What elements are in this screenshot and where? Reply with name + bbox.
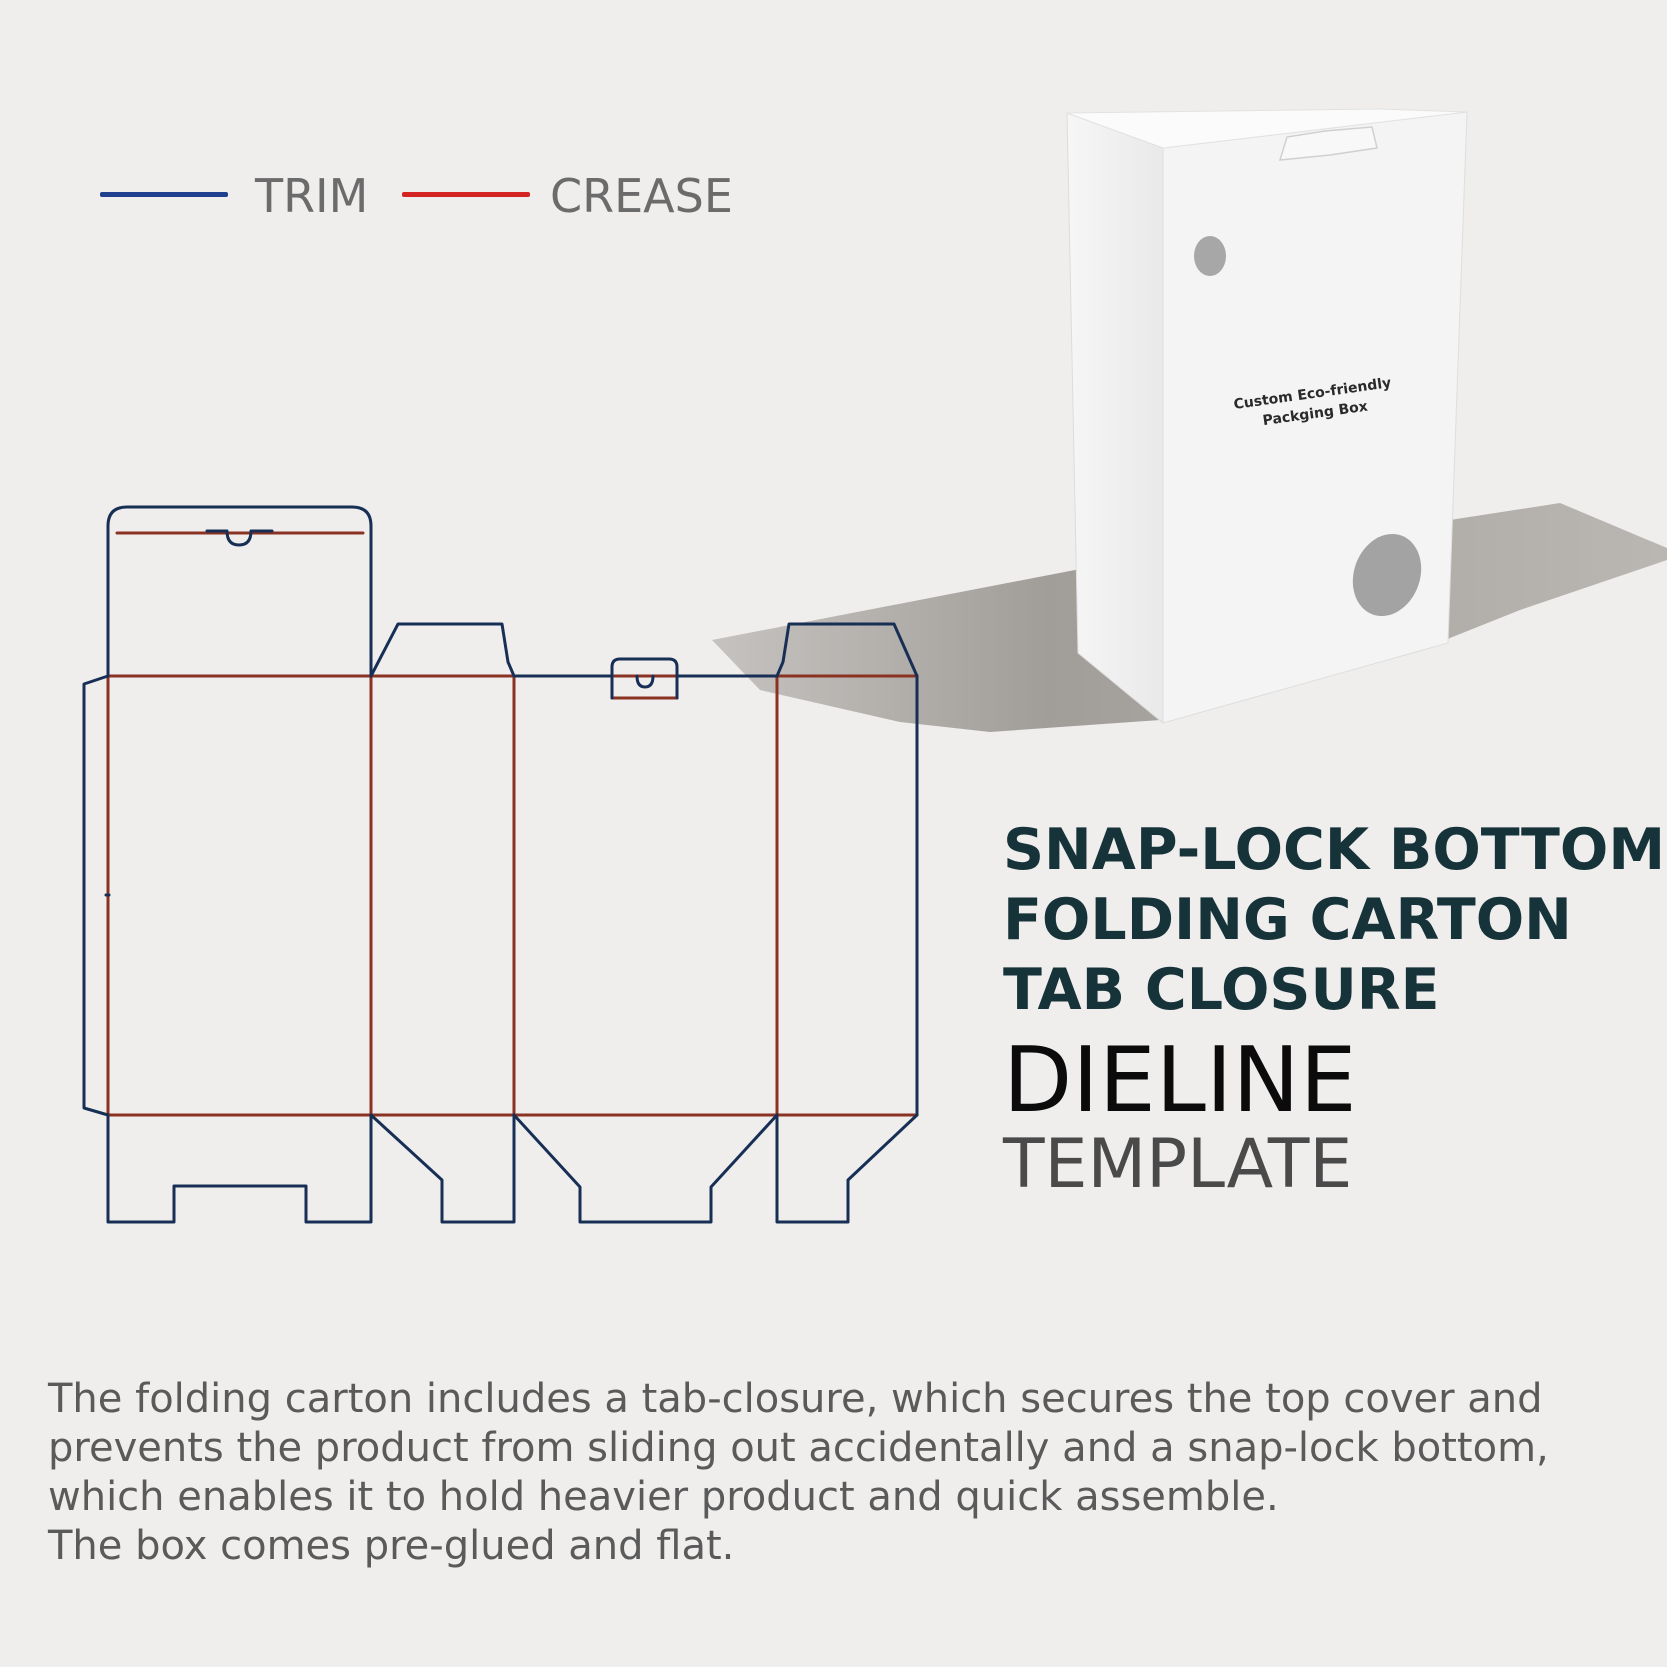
description: The folding carton includes a tab-closur… bbox=[48, 1375, 1648, 1571]
crease-label: CREASE bbox=[550, 169, 733, 223]
title-block: SNAP-LOCK BOTTOM FOLDING CARTON TAB CLOS… bbox=[1003, 815, 1666, 1204]
dieline-heading: DIELINE bbox=[1003, 1028, 1357, 1133]
title-line-3: TAB CLOSURE bbox=[1003, 957, 1440, 1023]
trim-bottom-panel-2 bbox=[369, 1113, 516, 1224]
trim-label: TRIM bbox=[255, 169, 369, 223]
crease-lines bbox=[106, 531, 919, 1117]
trim-tuck-slot bbox=[205, 529, 274, 547]
title-line-2: FOLDING CARTON bbox=[1003, 887, 1572, 953]
description-line-4: The box comes pre-glued and flat. bbox=[48, 1523, 735, 1569]
trim-tab-closure-notch bbox=[635, 674, 655, 689]
crease-line-swatch bbox=[402, 192, 530, 197]
trim-bottom-panel-3 bbox=[512, 1113, 779, 1224]
trim-bottom-panel-4 bbox=[775, 1113, 919, 1224]
trim-lines bbox=[82, 505, 919, 1224]
trim-line-swatch bbox=[100, 192, 228, 197]
description-line-1: The folding carton includes a tab-closur… bbox=[48, 1376, 1543, 1422]
description-line-2: prevents the product from sliding out ac… bbox=[48, 1425, 1549, 1471]
template-heading: TEMPLATE bbox=[1003, 1125, 1353, 1204]
trim-dust-flap-1 bbox=[369, 622, 516, 678]
trim-dust-flap-2 bbox=[775, 622, 919, 678]
trim-glue-flap bbox=[82, 674, 110, 1117]
description-line-3: which enables it to hold heavier product… bbox=[48, 1474, 1279, 1520]
trim-tab-closure bbox=[610, 657, 679, 700]
trim-top-tuck-flap bbox=[106, 505, 373, 678]
title-line-1: SNAP-LOCK BOTTOM bbox=[1003, 817, 1666, 883]
trim-bottom-panel-1 bbox=[106, 1113, 373, 1224]
